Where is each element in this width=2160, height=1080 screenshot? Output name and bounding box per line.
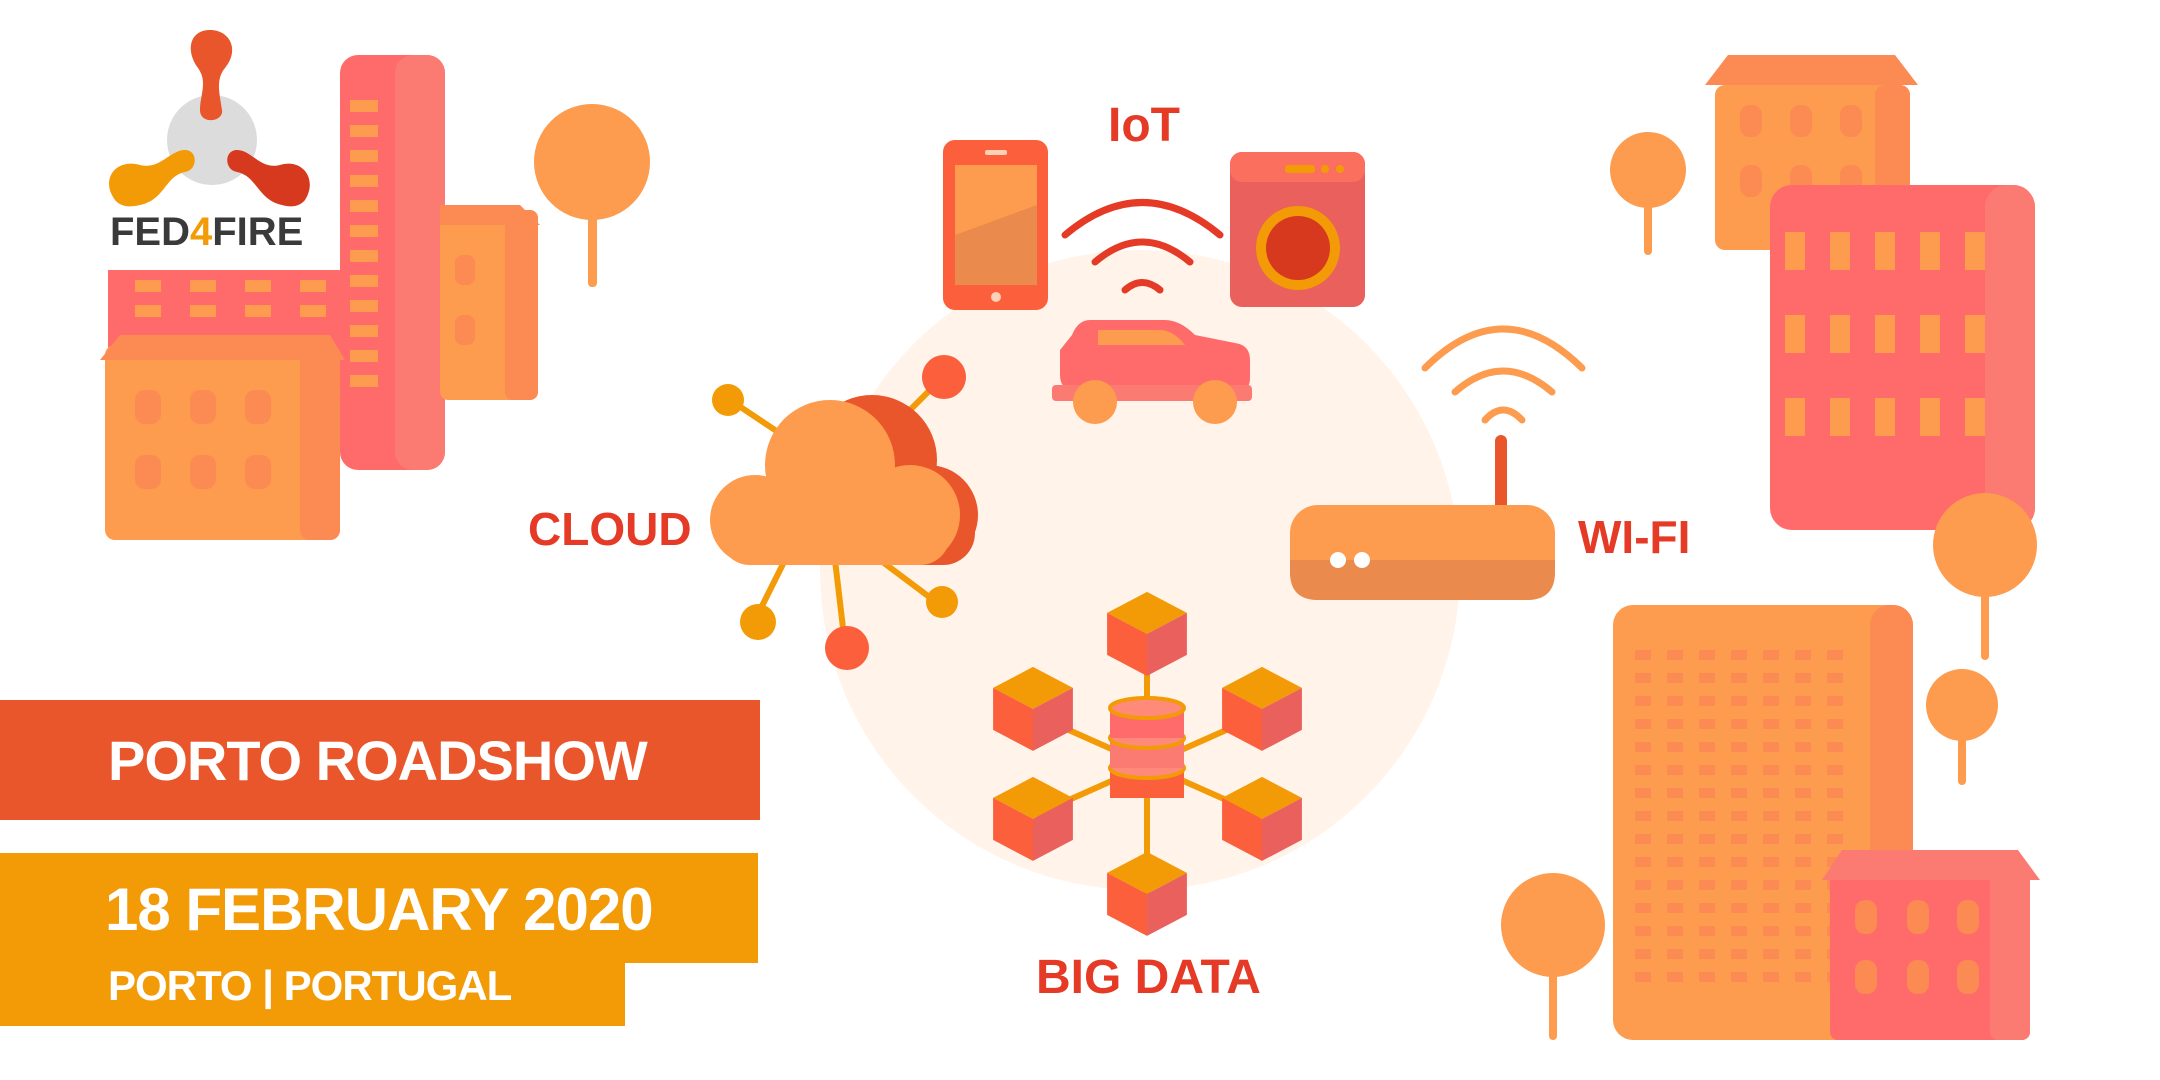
right-buildings [1501, 55, 2040, 1040]
wifi-label: WI-FI [1578, 511, 1691, 563]
event-place: PORTO | PORTUGAL [108, 962, 512, 1009]
title-banner: PORTO ROADSHOW [0, 700, 760, 820]
logo-prefix: FED [110, 210, 190, 254]
cloud-icon [710, 355, 978, 670]
left-buildings [100, 55, 650, 540]
router-wifi-waves [1421, 325, 1586, 424]
event-date: 18 FEBRUARY 2020 [105, 876, 654, 943]
washing-machine-icon [1230, 152, 1365, 307]
place-banner: PORTO | PORTUGAL [0, 962, 625, 1026]
logo-wordmark: FED4FIRE [110, 210, 303, 255]
event-title: PORTO ROADSHOW [108, 729, 648, 792]
big-data-icon [993, 591, 1302, 936]
logo-suffix: FIRE [212, 210, 304, 254]
iot-wifi-waves [1061, 199, 1224, 294]
phone-icon [943, 140, 1048, 310]
fed4fire-logo [98, 20, 338, 265]
iot-label: IoT [1108, 99, 1180, 152]
big-data-label: BIG DATA [1036, 951, 1261, 1004]
car-icon [1052, 320, 1252, 424]
cloud-label: CLOUD [528, 503, 692, 555]
logo-digit: 4 [190, 210, 213, 254]
date-banner: 18 FEBRUARY 2020 [0, 853, 758, 963]
router-icon [1290, 435, 1555, 600]
